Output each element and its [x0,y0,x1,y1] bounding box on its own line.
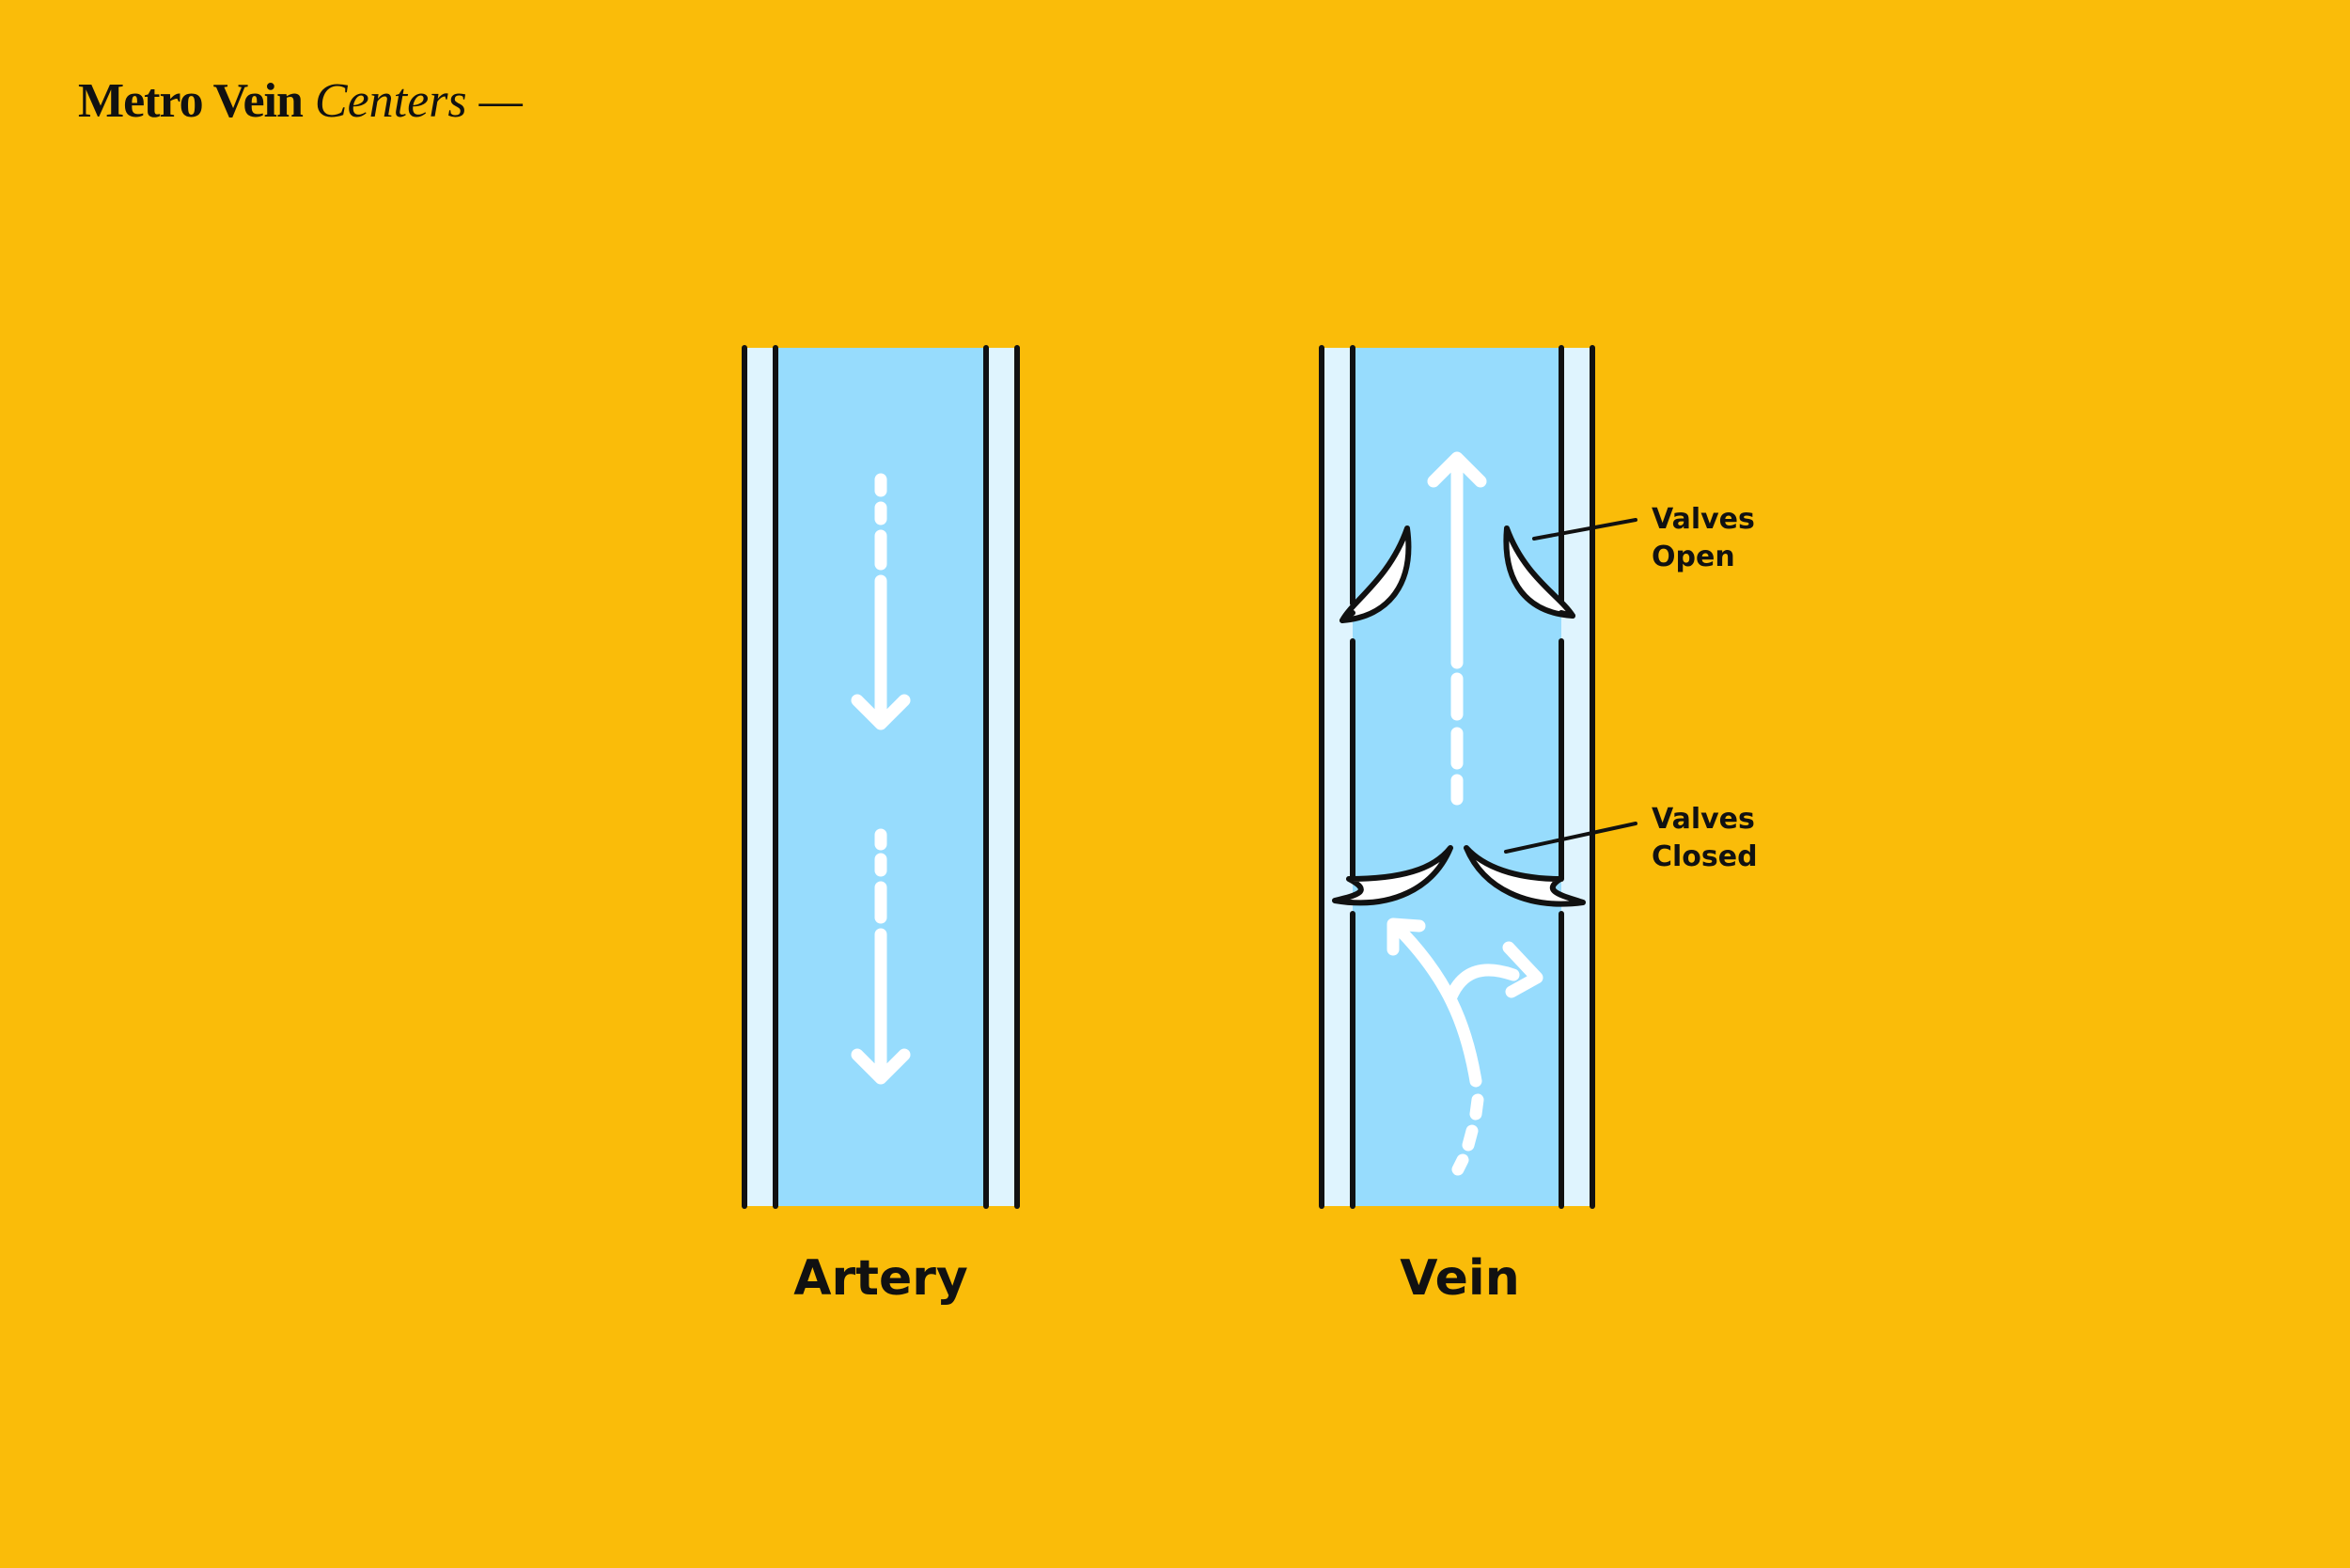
vein-backflow-arrow [1386,917,1543,1176]
vein-label: Vein [1400,1250,1520,1307]
brand-logo: Metro Vein Centers — [78,77,523,126]
valves-open-line2: Open [1652,541,1735,573]
valves-open-line1: Valves [1652,503,1755,536]
valves-closed-line2: Closed [1652,840,1758,873]
valves-closed-line1: Valves [1652,803,1755,836]
logo-brand: Metro Vein [78,74,304,128]
artery-label: Artery [793,1250,968,1307]
valves-closed-callout: Valves Closed [1652,801,1758,876]
valves-open-leader-line [1532,518,1637,541]
valves-closed [1332,845,1586,907]
valve-closed-right [1464,845,1586,907]
logo-subtitle: Centers — [314,74,523,128]
vein-up-arrow [1427,451,1487,806]
valve-closed-left [1332,845,1453,906]
artery-down-arrow-lower [851,828,911,1085]
valves-open [1340,525,1575,623]
valves-open-callout: Valves Open [1652,501,1755,576]
artery-down-arrow-upper [851,473,911,730]
valves-closed-leader-line [1504,822,1637,854]
